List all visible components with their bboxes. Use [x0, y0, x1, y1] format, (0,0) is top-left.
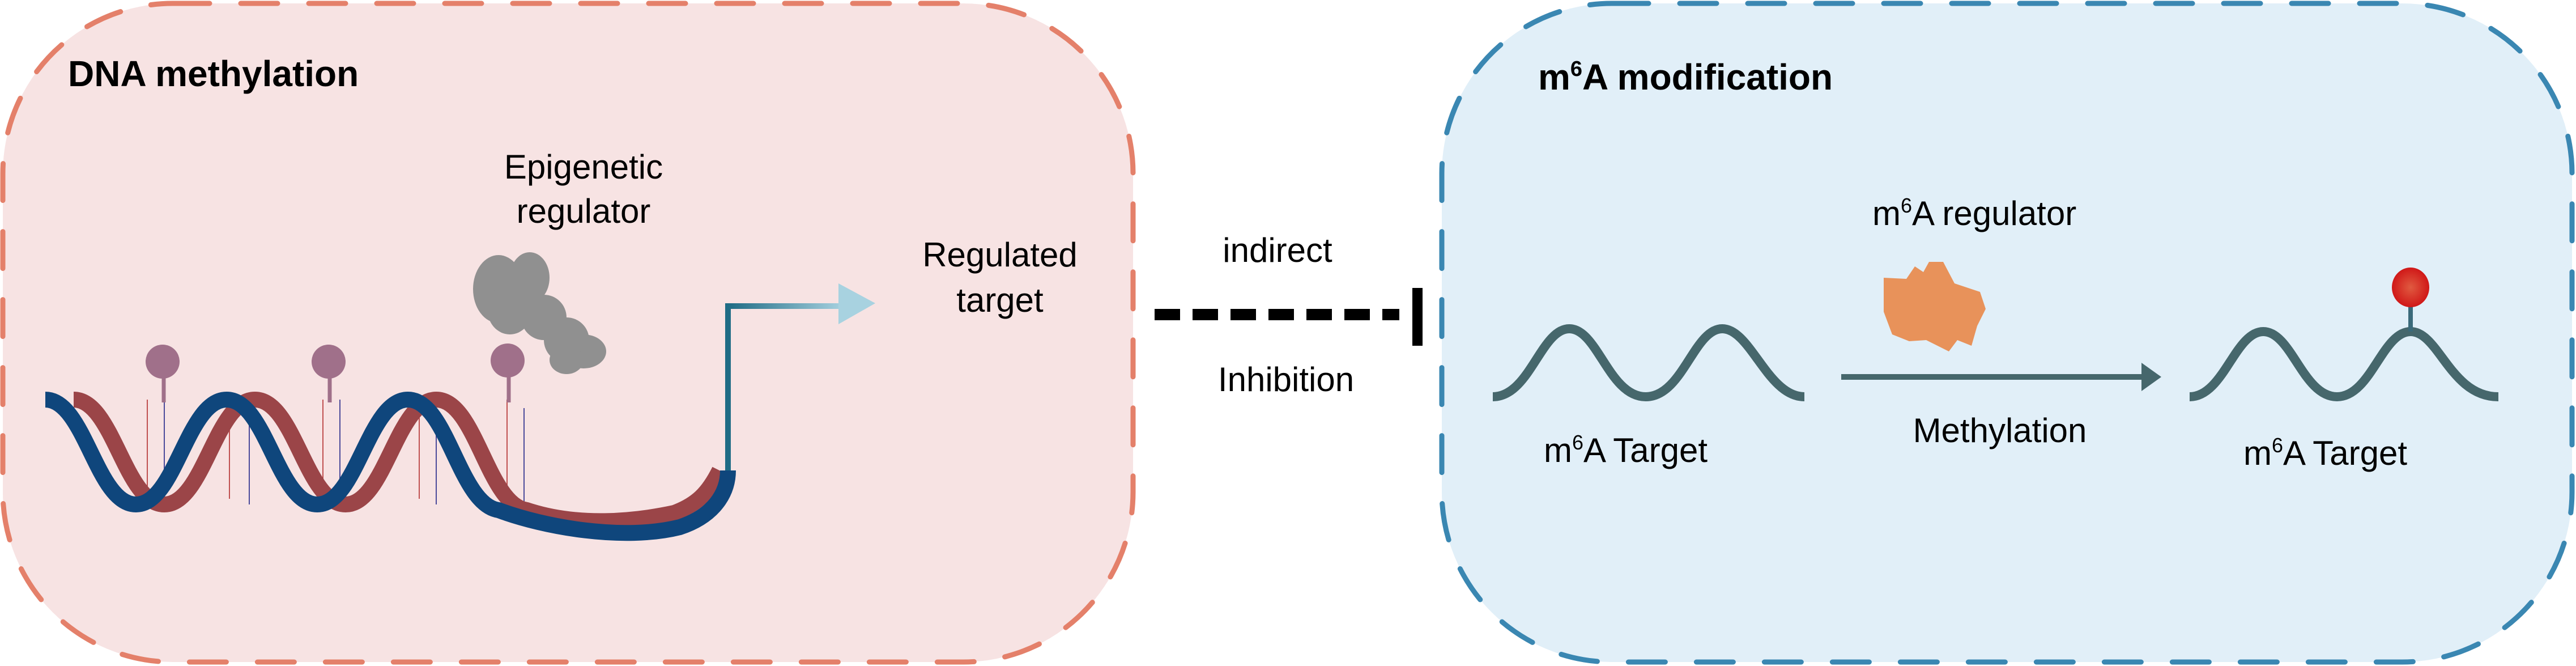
left-panel-title: DNA methylation: [68, 53, 359, 94]
regulated-target-label-1: Regulated: [922, 236, 1078, 274]
m6a-target-label-right: m6A Target: [2243, 434, 2407, 472]
epigenetic-regulator-label-1: Epigenetic: [504, 148, 663, 186]
m6a-regulator-label: m6A regulator: [1872, 194, 2076, 232]
m6a-target-label-left: m6A Target: [1544, 431, 1708, 469]
m6a-regulator-protein-icon: [1884, 262, 1986, 351]
epigenetic-regulator-label-2: regulator: [517, 192, 651, 230]
m6a-modification-panel: m6A modification m6A regulator Methylati…: [1439, 1, 2575, 665]
m6a-mark-icon: [2392, 268, 2429, 307]
methyl-group-icon: [491, 343, 525, 402]
methyl-group-icon: [146, 345, 180, 402]
methylated-rna-strand-icon: [2189, 326, 2499, 402]
right-panel-title: m6A modification: [1538, 57, 1833, 97]
activation-arrow-head-icon: [838, 283, 875, 324]
inhibition-label: Inhibition: [1218, 360, 1354, 398]
inhibition-connector: indirect Inhibition: [1155, 231, 1423, 398]
indirect-label: indirect: [1223, 231, 1332, 269]
rna-strand-icon: [1492, 324, 1805, 402]
regulated-target-label-2: target: [956, 281, 1044, 319]
epigenetic-regulator-protein-icon: [473, 252, 606, 374]
dna-methylation-panel: DNA methylation Epigenetic regulator Reg…: [0, 1, 1136, 665]
methyl-group-icon: [312, 345, 346, 402]
dna-double-helix-icon: [44, 391, 736, 541]
right-panel-frame: [1439, 1, 2575, 665]
activation-arrow-line: [725, 303, 844, 470]
methylation-label: Methylation: [1913, 412, 2087, 449]
methylation-arrow-head-icon: [2141, 363, 2161, 391]
